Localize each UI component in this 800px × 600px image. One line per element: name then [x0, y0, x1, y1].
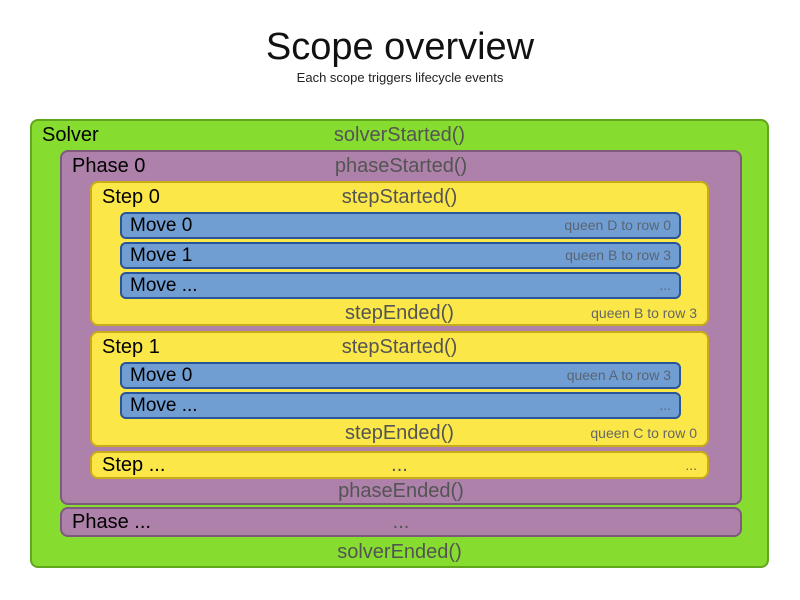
solver-scope-box: Solver solverStarted() Phase 0 phaseStar…: [30, 119, 769, 568]
step-1-scope-box: Step 1 stepStarted() Move 0 queen A to r…: [90, 331, 709, 447]
step-ended-note: queen B to row 3: [591, 305, 697, 321]
step-1-label: Step 1: [102, 336, 160, 358]
move-label: Move 0: [130, 215, 193, 236]
step-started-event: stepStarted(): [341, 186, 458, 208]
move-note: ...: [659, 277, 671, 293]
move-note: queen B to row 3: [565, 247, 671, 263]
move-label: Move ...: [130, 395, 198, 416]
step-0-label: Step 0: [102, 186, 160, 208]
step-more-center-dots: ...: [391, 454, 408, 476]
phase-ended-event: phaseEnded(): [338, 480, 464, 502]
page-title: Scope overview: [265, 26, 535, 68]
step-0-scope-box: Step 0 stepStarted() Move 0 queen D to r…: [90, 181, 709, 326]
phase-more-center-dots: ...: [392, 511, 410, 533]
solver-footer-row: solverEnded(): [32, 539, 767, 566]
phase-0-scope-box: Phase 0 phaseStarted() Step 0 stepStarte…: [60, 150, 742, 505]
solver-started-event: solverStarted(): [333, 124, 466, 146]
phase-0-label: Phase 0: [72, 155, 146, 177]
step-more-right-dots: ...: [685, 457, 697, 473]
step-more-label: Step ...: [102, 454, 166, 476]
step-more-row: Step ... ... ...: [92, 453, 707, 477]
solver-header-row: Solver solverStarted(): [32, 121, 767, 150]
move-row: Move 0 queen D to row 0: [120, 212, 681, 239]
move-label: Move 0: [130, 365, 193, 386]
step-ended-event: stepEnded(): [345, 302, 454, 324]
move-row: Move 0 queen A to row 3: [120, 362, 681, 389]
step-0-header-row: Step 0 stepStarted(): [92, 183, 707, 212]
move-note: queen A to row 3: [566, 367, 671, 383]
move-row: Move 1 queen B to row 3: [120, 242, 681, 269]
phase-started-event: phaseStarted(): [334, 155, 468, 177]
solver-label: Solver: [42, 124, 99, 146]
phase-more-label: Phase ...: [72, 511, 151, 533]
step-more-scope-box: Step ... ... ...: [90, 451, 709, 479]
step-0-footer-row: stepEnded() queen B to row 3: [92, 302, 707, 324]
move-row: Move ... ...: [120, 272, 681, 299]
step-1-header-row: Step 1 stepStarted(): [92, 333, 707, 362]
move-label: Move 1: [130, 245, 193, 266]
step-ended-event: stepEnded(): [345, 422, 454, 444]
phase-more-row: Phase ... ...: [62, 509, 740, 535]
move-note: queen D to row 0: [564, 217, 671, 233]
step-started-event: stepStarted(): [341, 336, 458, 358]
phase-0-header-row: Phase 0 phaseStarted(): [62, 152, 740, 181]
move-row: Move ... ...: [120, 392, 681, 419]
move-note: ...: [659, 397, 671, 413]
step-1-footer-row: stepEnded() queen C to row 0: [92, 422, 707, 445]
step-ended-note: queen C to row 0: [590, 425, 697, 441]
move-label: Move ...: [130, 275, 198, 296]
solver-ended-event: solverEnded(): [337, 541, 462, 563]
page-subtitle: Each scope triggers lifecycle events: [296, 70, 504, 85]
phase-0-footer-row: phaseEnded(): [62, 479, 740, 503]
phase-more-scope-box: Phase ... ...: [60, 507, 742, 537]
